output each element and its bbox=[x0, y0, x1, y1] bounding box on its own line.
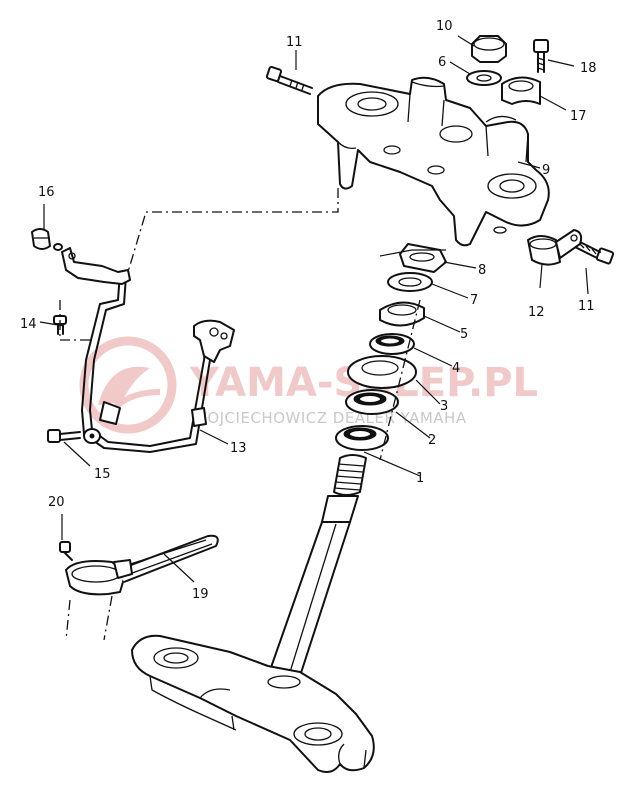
callout-10: 10 bbox=[436, 19, 453, 34]
part-5-ring-nut bbox=[379, 301, 425, 327]
part-7-ring-nut bbox=[387, 272, 433, 292]
callout-9: 9 bbox=[542, 163, 550, 178]
leader-lines bbox=[39, 35, 589, 641]
part-13-bracket bbox=[61, 247, 235, 453]
part-12-clamp bbox=[527, 229, 583, 266]
part-1-bearing bbox=[335, 425, 389, 451]
steering-stem-under-bracket bbox=[131, 454, 375, 773]
callout-11-right: 11 bbox=[578, 299, 595, 314]
part-16-grommet bbox=[31, 228, 63, 251]
callout-20: 20 bbox=[48, 495, 65, 510]
callout-4: 4 bbox=[452, 361, 460, 376]
callout-5: 5 bbox=[460, 327, 468, 342]
part-6-washer bbox=[466, 70, 502, 86]
callout-15: 15 bbox=[94, 467, 111, 482]
callout-17: 17 bbox=[570, 109, 587, 124]
watermark: YAMA-SKLEP.PL WOJCIECHOWICZ DEALER YAMAH… bbox=[79, 336, 538, 434]
part-2-bearing bbox=[345, 389, 399, 415]
part-3-cover bbox=[347, 355, 417, 389]
callout-18: 18 bbox=[580, 61, 597, 76]
part-8-lock-washer bbox=[399, 243, 447, 273]
part-11-bolt-left bbox=[265, 65, 313, 95]
part-4-dust-seal bbox=[369, 333, 415, 355]
watermark-logo-icon bbox=[79, 336, 177, 434]
callout-16: 16 bbox=[38, 185, 55, 200]
callout-12: 12 bbox=[528, 305, 545, 320]
callout-1: 1 bbox=[416, 471, 424, 486]
callout-8: 8 bbox=[478, 263, 486, 278]
part-19-lock-plate bbox=[65, 534, 219, 596]
callout-7: 7 bbox=[470, 293, 478, 308]
callout-numbers: 1 2 3 4 5 6 7 8 9 10 11 11 12 13 14 15 1… bbox=[20, 19, 597, 602]
part-17-holder-cap bbox=[501, 76, 541, 105]
callout-2: 2 bbox=[428, 433, 436, 448]
part-10-cap-nut bbox=[471, 35, 507, 63]
callout-3: 3 bbox=[440, 399, 448, 414]
watermark-tagline: WOJCIECHOWICZ DEALER YAMAHA bbox=[192, 409, 467, 427]
callout-6: 6 bbox=[438, 55, 446, 70]
part-15-bolt bbox=[47, 428, 101, 444]
callout-13: 13 bbox=[230, 441, 247, 456]
callout-11-left: 11 bbox=[286, 35, 303, 50]
callout-19: 19 bbox=[192, 587, 209, 602]
part-20-screw bbox=[59, 541, 73, 561]
callout-14: 14 bbox=[20, 317, 37, 332]
part-18-bolt bbox=[533, 39, 549, 73]
part-9-upper-bracket bbox=[317, 76, 550, 247]
